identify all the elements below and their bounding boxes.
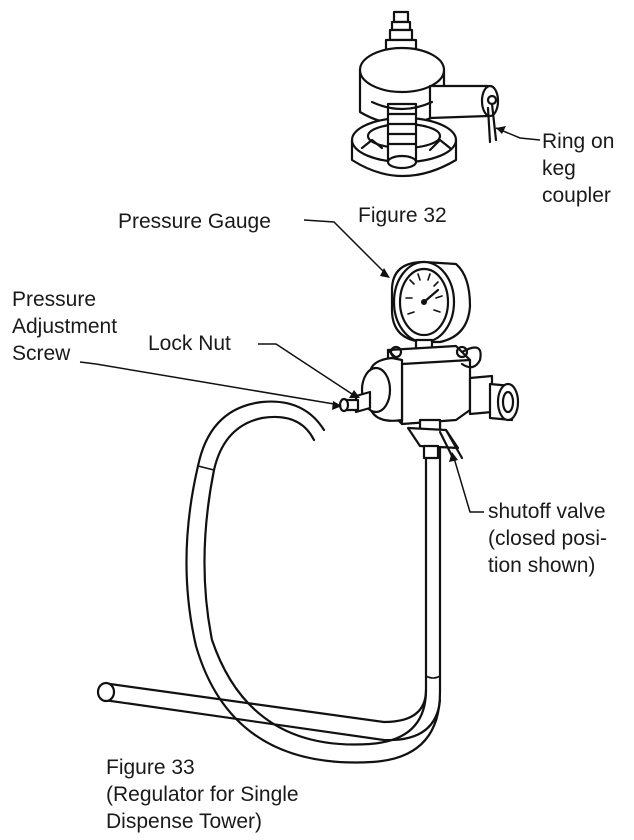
pressure-adjustment-screw-label: Pressure Adjustment Screw	[12, 288, 118, 365]
figure-33-caption: Figure 33 (Regulator for Single Dispense…	[106, 756, 299, 833]
pressure-gauge-label: Pressure Gauge	[118, 210, 271, 233]
lock-nut-label: Lock Nut	[148, 332, 231, 355]
regulator-drawing	[338, 260, 520, 462]
figure-32-caption: Figure 32	[358, 204, 447, 227]
gas-hose-drawing	[96, 400, 442, 764]
leader-lines	[79, 219, 484, 513]
shutoff-valve-label: shutoff valve (closed posi- tion shown)	[488, 500, 608, 577]
ring-on-keg-coupler-label: Ring on keg coupler	[542, 130, 615, 207]
keg-coupler-drawing	[350, 10, 541, 177]
